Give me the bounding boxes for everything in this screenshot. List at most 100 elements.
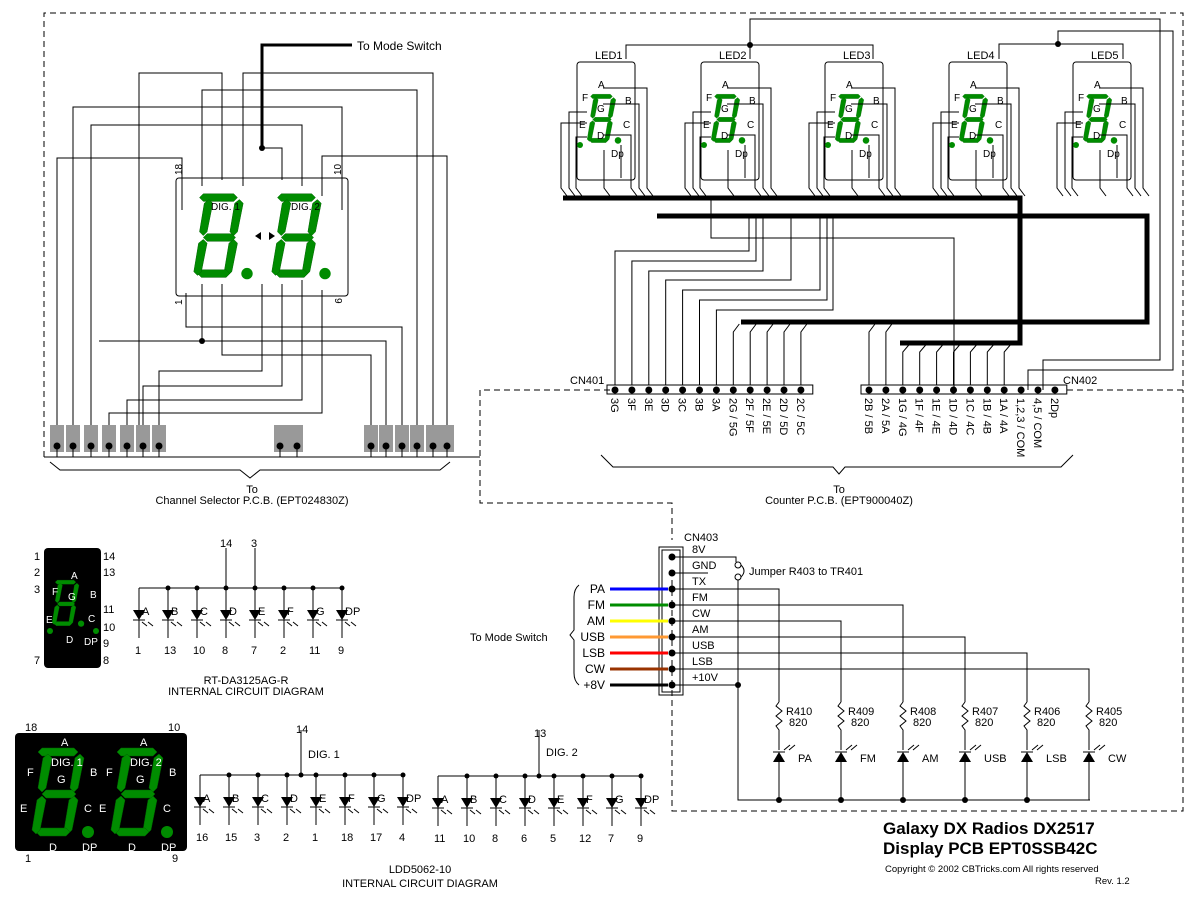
resistor-value: 820 — [1037, 717, 1055, 729]
connector-pad — [102, 425, 116, 452]
segment-label: Dp — [735, 149, 748, 160]
ldd-seg-label: A — [140, 737, 148, 749]
rt-pin-right: 13 — [103, 567, 115, 579]
diode-icon — [162, 610, 174, 620]
decimal-point — [1110, 137, 1118, 144]
diode-label: D — [290, 793, 298, 805]
segment-label: F — [1078, 93, 1084, 104]
resistor-icon — [899, 701, 907, 750]
channel-brace — [49, 461, 451, 479]
ldd-dig1-label: DIG. 1 — [308, 749, 340, 761]
diode-pin: 11 — [309, 645, 320, 657]
segment-e — [1083, 120, 1092, 142]
ldd-seg-label: DP — [161, 842, 176, 854]
rt-pin-left: 7 — [34, 655, 40, 667]
diode-icon — [490, 798, 502, 808]
segment-f — [838, 97, 847, 119]
led-name: LED1 — [595, 50, 623, 62]
pin-label: 2Dp — [1048, 398, 1060, 418]
segment-label: D — [845, 131, 852, 142]
ldd-seg-label: D — [49, 842, 57, 854]
decimal-point — [241, 267, 253, 280]
diode-icon — [249, 610, 261, 620]
ldd-seg-label: C — [163, 803, 171, 815]
segment-f — [199, 199, 214, 236]
diode-label: E — [557, 794, 564, 806]
pin-label: 1,2,3 / COM — [1014, 398, 1026, 457]
counter-label: Counter P.C.B. (EPT900040Z) — [765, 495, 913, 507]
ldd-seg-label: E — [20, 803, 27, 815]
connector-pin — [1034, 386, 1042, 394]
resistor-ref: R409 — [848, 706, 874, 718]
segment-label: E — [827, 120, 834, 131]
jumper-label: Jumper R403 to TR401 — [749, 566, 863, 578]
segment-f — [277, 199, 292, 236]
connector-pin — [628, 386, 636, 394]
ldd-dig2: DIG. 2 — [130, 757, 162, 769]
pin-label: 2C / 5C — [794, 398, 806, 435]
segment-label: F — [830, 93, 836, 104]
diode-pin: 12 — [579, 833, 591, 845]
rt-caption: INTERNAL CIRCUIT DIAGRAM — [168, 686, 324, 698]
segment-e — [711, 120, 720, 142]
connector-pad — [152, 425, 166, 452]
mode-wire-label: FM — [588, 598, 605, 612]
ldd-pin: 18 — [25, 722, 37, 734]
decimal-point — [319, 267, 331, 280]
led-diode-icon — [773, 752, 785, 762]
segment-d — [35, 827, 71, 837]
diode-pin: 13 — [164, 645, 176, 657]
pin-label: 2G / 5G — [726, 398, 738, 437]
segment-g — [964, 117, 984, 122]
dig2-label: DIG. 2 — [291, 202, 320, 213]
led-diode-icon — [897, 752, 909, 762]
segment-label: F — [954, 93, 960, 104]
diode-icon — [252, 797, 264, 807]
diode-label: C — [499, 794, 507, 806]
rt-pin-right: 11 — [103, 604, 114, 616]
diode-pin: 2 — [280, 645, 286, 657]
rt-seg-label: DP — [84, 637, 98, 648]
connector-pad — [379, 425, 393, 452]
pin-18: 18 — [174, 163, 185, 175]
to-mode-switch-label: To Mode Switch — [357, 39, 442, 53]
diode-pin: 11 — [434, 833, 445, 845]
segment-label: A — [1094, 80, 1101, 91]
segment-label: D — [597, 131, 604, 142]
diode-pin: 1 — [312, 832, 318, 844]
pin-1: 1 — [174, 299, 185, 305]
diode-label: A — [203, 793, 211, 805]
mode-wire-label: CW — [585, 662, 606, 676]
segment-b — [1103, 97, 1112, 119]
jumper-icon — [734, 561, 742, 569]
rt-seg-label: B — [90, 590, 97, 601]
pin-label: 2A / 5A — [879, 398, 891, 434]
rt-part-label: RT-DA3125AG-R — [204, 675, 289, 687]
segment-label: C — [995, 120, 1002, 131]
diode-label: E — [258, 606, 265, 618]
connector-pin — [797, 386, 805, 394]
segment-label: B — [873, 96, 880, 107]
ldd-dig1-common: 14 — [296, 724, 308, 736]
diode-pin: 8 — [492, 833, 498, 845]
segment-label: D — [721, 131, 728, 142]
segment-buses — [563, 195, 1150, 390]
segment-g — [280, 233, 314, 242]
rt-display — [44, 548, 101, 668]
diode-label: DP — [644, 794, 659, 806]
diode-label: A — [441, 794, 449, 806]
segment-a — [1086, 94, 1109, 99]
segment-e — [193, 239, 208, 276]
diode-label: F — [348, 793, 355, 805]
pin-label: 3B — [693, 398, 705, 411]
diode-label: G — [316, 606, 325, 618]
diode-icon — [220, 610, 232, 620]
diode-pin: 16 — [196, 832, 208, 844]
diode-icon — [281, 797, 293, 807]
connector-pad — [66, 425, 80, 452]
segment-label: A — [598, 80, 605, 91]
